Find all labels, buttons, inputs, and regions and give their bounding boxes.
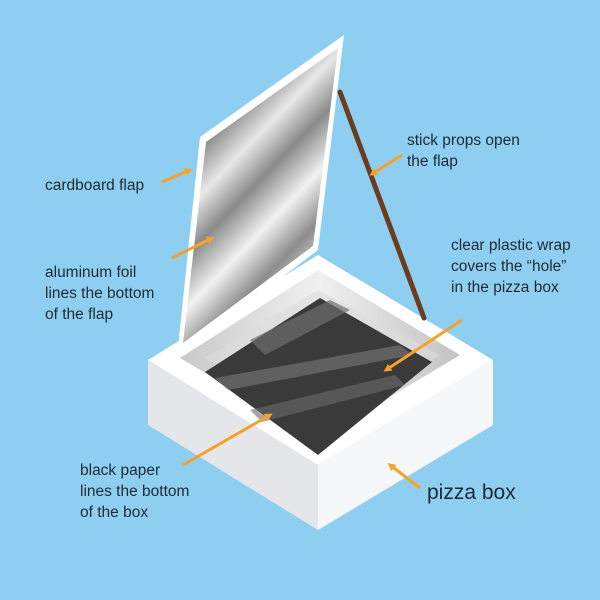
arrow-aluminum-foil (171, 236, 215, 260)
label-black-paper: black paper lines the bottom of the box (80, 462, 190, 521)
arrow-cardboard-flap (161, 168, 193, 184)
arrow-stick (369, 153, 403, 176)
black-paper-stripe-1 (250, 300, 350, 355)
arrow-pizza-box (387, 463, 421, 490)
label-plastic-wrap: clear plastic wrap covers the “hole” in … (451, 237, 571, 296)
label-cardboard-flap: cardboard flap (45, 177, 145, 194)
label-stick: stick props open the flap (407, 132, 520, 170)
black-paper-stripe-2 (215, 345, 412, 390)
pizza-box-left-side (148, 360, 318, 530)
arrow-black-paper (182, 413, 273, 467)
pizza-box-right-side (318, 360, 493, 530)
arrow-plastic-wrap (383, 318, 463, 372)
stick (337, 89, 427, 321)
label-pizza-box: pizza box (427, 481, 516, 504)
black-paper-stripe-3 (250, 375, 405, 422)
label-aluminum-foil: aluminum foil lines the bottom of the fl… (45, 264, 155, 323)
aluminum-foil (183, 48, 338, 343)
